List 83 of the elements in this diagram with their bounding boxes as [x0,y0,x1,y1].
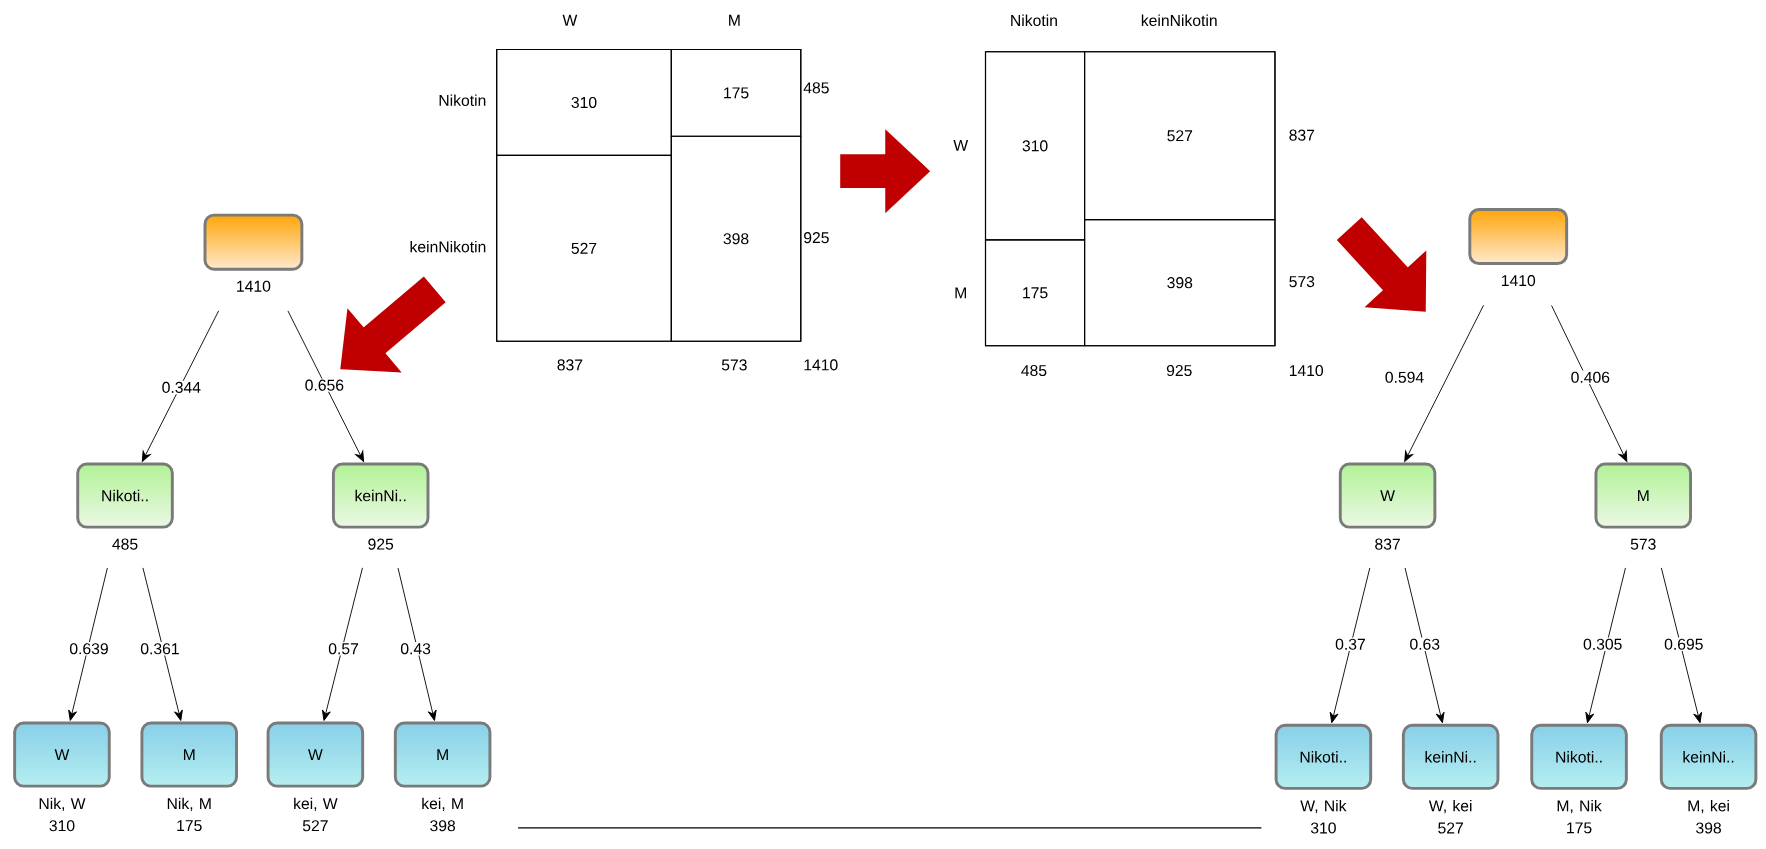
arrow [1404,567,1445,724]
count-label: 925 [368,538,394,550]
mosaic-cell: 527 [496,154,672,342]
arrow [397,567,437,721]
count-label: 310 [1310,822,1336,834]
column-total: 925 [1166,364,1192,376]
edge-label: 0.37 [1334,637,1367,651]
arrow [1404,304,1484,462]
count-label: W, Nik [1300,799,1347,814]
count-label: 1410 [237,280,271,292]
edge-label: 0.43 [399,641,432,656]
count-label: kei, W [294,797,338,811]
mosaic-cell: 310 [984,51,1086,241]
tree-node-box: Nikoti.. [76,462,174,529]
row-header: W [953,139,969,151]
arrow [141,310,220,462]
edge-label: 0.639 [68,641,110,656]
tree-leaf-box: Nikoti.. [1274,723,1373,790]
tree-leaf-box: W [13,721,111,788]
column-header: M [729,14,740,26]
edge-label: 0.594 [1383,370,1426,384]
block-arrow [1336,217,1427,312]
tree-root-box [1468,207,1569,265]
count-label: Nik, W [39,797,86,811]
arrow [142,567,183,721]
edge-label: 0.361 [139,641,181,656]
edge-label: 0.305 [1581,637,1624,651]
count-label: 1410 [1501,274,1536,287]
edge-label: 0.695 [1663,637,1705,651]
column-header: Nikotin [1011,14,1057,26]
count-label: kei, M [422,797,463,811]
mosaic-cell: 175 [670,48,802,137]
count-label: 837 [1375,538,1400,550]
count-label: 527 [302,820,328,832]
block-arrow [340,276,446,373]
tree-node-box: keinNi.. [331,462,430,529]
edge-label: 0.63 [1408,637,1442,651]
tree-leaf-box: Nikoti.. [1530,723,1628,790]
tree-root-box [203,213,304,271]
count-label: 175 [1567,822,1592,834]
count-label: W, kei [1428,799,1472,814]
column-total: 485 [1021,364,1047,376]
mosaic-cell: 175 [984,239,1086,347]
tree-node-box: M [1594,462,1693,529]
row-total: 485 [803,82,829,94]
count-label: M, Nik [1557,799,1602,814]
row-header: M [955,287,966,299]
count-label: 175 [177,820,202,832]
count-label: 527 [1438,822,1463,834]
arrow [68,567,108,721]
count-label: 310 [49,820,75,832]
tree-leaf-box: M [140,721,238,788]
edge-label: 0.57 [327,641,360,656]
column-total: 573 [721,359,747,371]
mosaic-cell: 398 [670,135,802,342]
arrow [1329,567,1371,724]
count-label: 398 [1696,822,1721,834]
count-label: 398 [430,820,456,832]
tree-node-box: W [1338,462,1437,529]
edge-label: 0.406 [1569,370,1612,384]
tree-leaf-box: W [266,721,365,788]
mosaic-cell: 398 [1084,218,1276,347]
grand-total: 1410 [1289,364,1324,376]
count-label: 573 [1630,538,1656,550]
edge-label: 0.344 [160,380,203,395]
count-label: M, kei [1688,799,1729,814]
tree-leaf-box: keinNi.. [1401,723,1500,790]
arrow [1660,567,1703,724]
tree-leaf-box: M [393,721,492,788]
arrow [1551,305,1628,462]
tree-leaf-box: keinNi.. [1659,723,1758,790]
arrow [1585,567,1626,724]
edge-label: 0.656 [303,378,346,392]
column-total: 837 [557,359,583,371]
count-label: 485 [112,538,138,550]
column-header: keinNikotin [1141,14,1217,26]
grand-total: 1410 [804,359,838,371]
arrow [322,567,363,721]
mosaic-cell: 310 [496,48,672,156]
column-header: W [562,14,578,26]
mosaic-cell: 527 [1084,51,1276,221]
count-label: Nik, M [167,797,211,811]
arrow [287,310,365,462]
